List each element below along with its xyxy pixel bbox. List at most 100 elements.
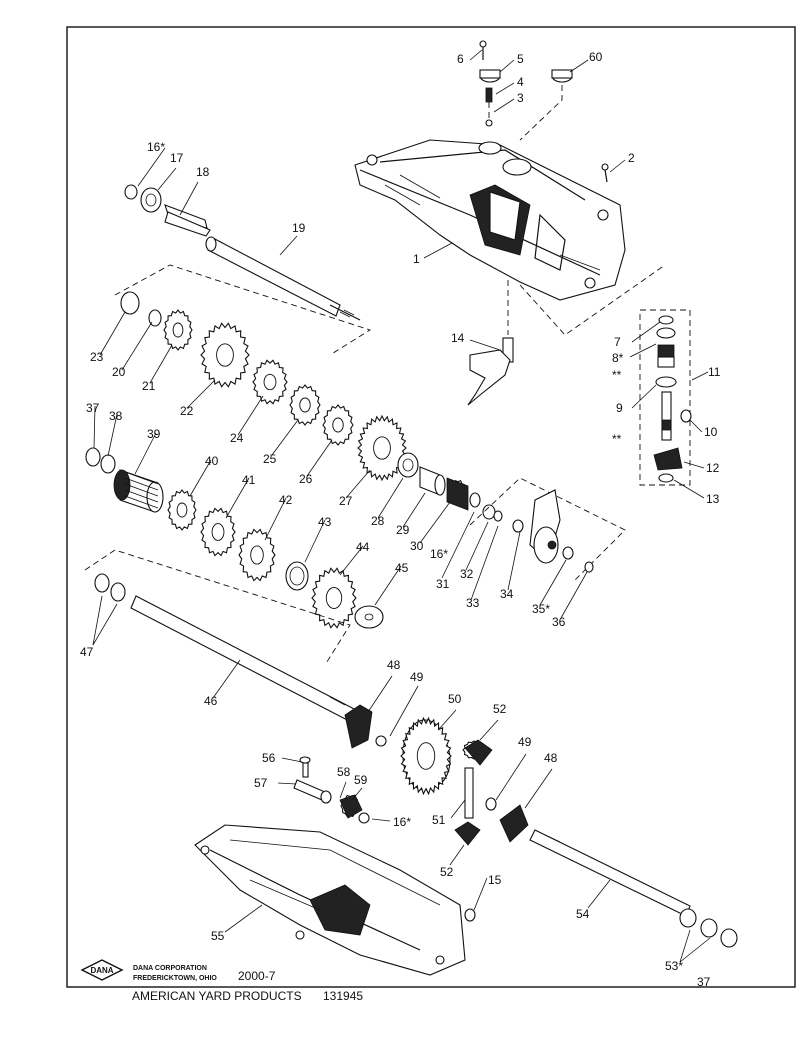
leader-line: [539, 559, 567, 606]
leader-line: [224, 904, 263, 933]
leader-line: [92, 603, 118, 646]
leader-line: [439, 709, 457, 729]
leader-line: [186, 379, 216, 409]
callout-2: 2: [628, 151, 635, 165]
upper-housing: [354, 139, 626, 301]
callout-23: 23: [90, 350, 104, 364]
leader-line: [469, 49, 483, 61]
leader-line: [609, 159, 626, 173]
callout-22: 22: [180, 404, 194, 418]
leader-line: [507, 531, 521, 591]
model-number: 2000-7: [238, 969, 276, 983]
leader-line: [271, 419, 299, 456]
title-block: DANA DANA CORPORATION FREDERICKTOWN, OHI…: [80, 959, 363, 1003]
leader-line: [212, 659, 241, 699]
customer-name: AMERICAN YARD PRODUCTS: [132, 989, 302, 1003]
leader-line: [419, 501, 451, 544]
brake-assembly: [469, 477, 626, 581]
leader-line: [469, 339, 501, 351]
leader-line: [137, 147, 166, 187]
leader-line: [449, 844, 465, 866]
leader-line: [679, 929, 691, 963]
company-location: FREDERICKTOWN, OHIO: [133, 975, 217, 982]
shift-lever-assembly: [467, 264, 666, 406]
callout-18: 18: [196, 165, 210, 179]
callout-20: 20: [112, 365, 126, 379]
leader-line: [495, 82, 515, 95]
gear-25: [289, 384, 321, 426]
callout-7: 7: [614, 335, 621, 349]
leader-line: [134, 432, 157, 475]
leader-line: [402, 492, 426, 528]
callout-39: 39: [147, 427, 161, 441]
diagram-border: [66, 26, 796, 988]
callout-16-low: 16*: [393, 815, 411, 829]
gear-41: [200, 507, 236, 557]
gear-27: [357, 414, 407, 482]
callout-28: 28: [371, 514, 385, 528]
company-name: DANA CORPORATION: [133, 965, 207, 972]
callout-40: 40: [205, 454, 219, 468]
callout-50: 50: [448, 692, 462, 706]
callout-36: 36: [552, 615, 566, 629]
callout-25: 25: [263, 452, 277, 466]
callout-4: 4: [517, 75, 524, 89]
callout-37-right: 37: [697, 975, 711, 989]
leader-line: [339, 545, 364, 576]
leader-line: [345, 469, 371, 499]
leader-line: [306, 439, 333, 477]
callout-57: 57: [254, 776, 268, 790]
callout-51: 51: [432, 813, 446, 827]
leader-line: [339, 781, 347, 799]
callout-46: 46: [204, 694, 218, 708]
leader-line: [495, 753, 527, 801]
leader-line: [149, 344, 173, 384]
leader-line: [569, 59, 589, 73]
leader-lines: [92, 49, 711, 963]
leader-line: [689, 419, 703, 433]
leader-line: [92, 595, 103, 646]
leader-line: [423, 242, 453, 259]
leader-line: [93, 405, 96, 449]
callout-49-left: 49: [410, 670, 424, 684]
callout-42: 42: [279, 493, 293, 507]
leader-line: [121, 321, 153, 371]
callout-27: 27: [339, 494, 353, 508]
callout-59: 59: [354, 773, 368, 787]
callout-38: 38: [109, 409, 123, 423]
leader-line: [377, 477, 404, 519]
leader-line: [304, 519, 326, 563]
leader-line: [99, 311, 126, 356]
callout-47: 47: [80, 645, 94, 659]
callout-16-mid: 16*: [430, 547, 448, 561]
gear-22: [200, 322, 250, 388]
callout-48-left: 48: [387, 658, 401, 672]
callout-5: 5: [517, 52, 524, 66]
leader-line: [587, 879, 611, 909]
callout-55: 55: [211, 929, 225, 943]
leader-line: [683, 461, 705, 469]
brake-shaft-stack: [639, 309, 692, 486]
leader-line: [374, 565, 402, 606]
leader-line: [673, 479, 705, 499]
callout-54: 54: [576, 907, 590, 921]
callout-45: 45: [395, 561, 409, 575]
idler-small-parts: [293, 756, 476, 922]
callout-24: 24: [230, 431, 244, 445]
leader-line: [473, 877, 488, 911]
callout-26: 26: [299, 472, 313, 486]
callout-labels: 1 2 3 4 5 6 60 7 8* ** 9 10 11 ** 12 13 …: [80, 50, 721, 989]
ring-gear-50: [400, 716, 452, 796]
leader-line: [277, 782, 297, 785]
callout-3: 3: [517, 91, 524, 105]
leader-line: [691, 371, 709, 381]
callout-34: 34: [500, 587, 514, 601]
gear-42: [238, 528, 276, 582]
leader-line: [450, 799, 466, 819]
leader-line: [237, 395, 264, 436]
callout-33: 33: [466, 596, 480, 610]
leader-line: [470, 525, 499, 601]
top-fittings: [479, 40, 609, 183]
leader-line: [441, 511, 475, 579]
callout-48-right: 48: [544, 751, 558, 765]
